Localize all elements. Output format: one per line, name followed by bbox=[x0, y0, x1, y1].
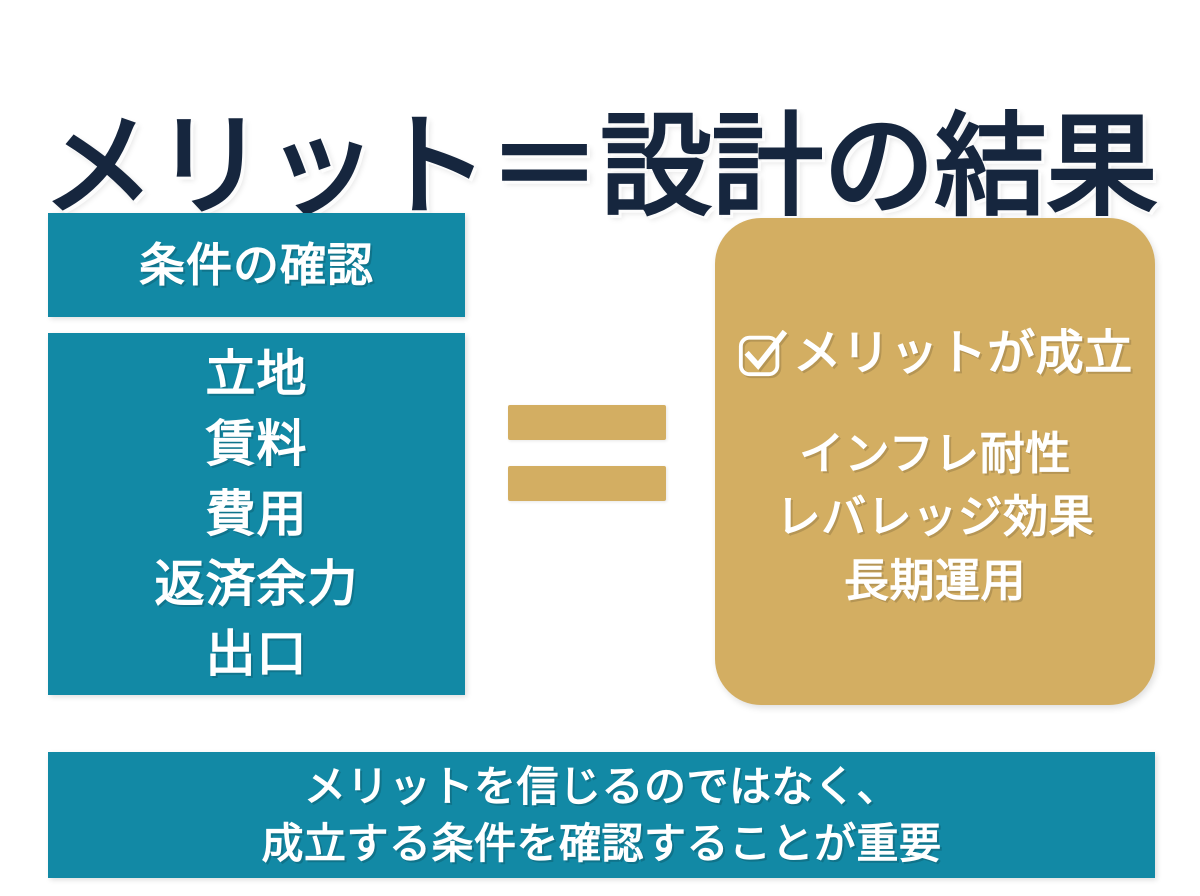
summary-line-2: 成立する条件を確認することが重要 bbox=[261, 820, 942, 867]
checkbox-checked-icon bbox=[739, 330, 788, 377]
benefits-header: メリットが成立 bbox=[737, 328, 1133, 380]
summary-line-1: メリットを信じるのではなく、 bbox=[303, 762, 899, 810]
list-item: 長期運用 bbox=[843, 554, 1026, 606]
list-item: 費用 bbox=[205, 486, 308, 542]
summary-banner: メリットを信じるのではなく、 成立する条件を確認することが重要 bbox=[48, 752, 1155, 878]
equals-sign-icon bbox=[508, 405, 666, 501]
page-title: メリット＝設計の結果 bbox=[42, 104, 1159, 230]
list-item: 返済余力 bbox=[154, 556, 359, 612]
benefits-list: インフレ耐性 レバレッジ効果 長期運用 bbox=[776, 424, 1095, 610]
list-item: 出口 bbox=[205, 626, 308, 682]
list-item: 立地 bbox=[205, 346, 308, 402]
list-item: 賃料 bbox=[205, 416, 308, 472]
list-item: レバレッジ効果 bbox=[775, 491, 1095, 543]
equals-bar-top bbox=[508, 405, 666, 440]
equals-bar-bottom bbox=[508, 466, 666, 501]
list-item: インフレ耐性 bbox=[799, 428, 1071, 479]
benefits-panel: メリットが成立 インフレ耐性 レバレッジ効果 長期運用 bbox=[715, 218, 1155, 705]
conditions-header-label: 条件の確認 bbox=[139, 239, 374, 291]
conditions-header: 条件の確認 bbox=[48, 213, 465, 317]
benefits-header-label: メリットが成立 bbox=[793, 327, 1133, 380]
conditions-list: 立地 賃料 費用 返済余力 出口 bbox=[48, 333, 465, 695]
conditions-panel: 条件の確認 立地 賃料 費用 返済余力 出口 bbox=[48, 213, 465, 695]
